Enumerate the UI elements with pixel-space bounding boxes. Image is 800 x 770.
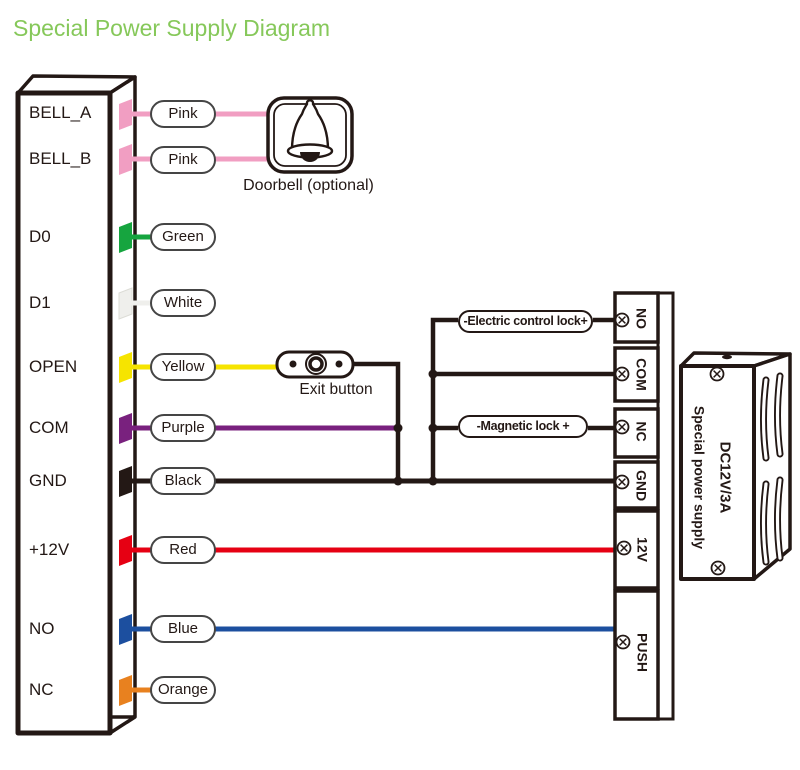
screw-icon [614,366,630,382]
screw-icon [614,312,630,328]
terminal-connectors [118,99,133,706]
cell-12v [613,509,660,590]
wire-color-label: Pink [150,146,216,174]
psu-name-label: Special power supply [691,405,708,550]
wire-color-label: Orange [150,676,216,704]
wire-color-label: Red [150,536,216,564]
device-terminal-label: NO [29,619,55,638]
connector-bell-b [119,144,132,175]
wire-color-label: Blue [150,615,216,643]
doorbell-icon [266,96,354,174]
device-box [15,74,137,736]
screw-icon [614,474,630,490]
junction-dot [428,423,438,433]
connector-com [119,413,132,444]
psu-top-slot [722,354,732,360]
screw-icon [710,560,726,576]
device-terminal-label: OPEN [29,357,78,376]
device-terminal-label: BELL_A [29,103,92,122]
device-front-face [15,90,113,736]
connector-open [119,352,132,383]
connector-no [119,614,132,645]
connector-12v [119,535,132,566]
junction-dots [393,369,438,486]
screws [614,312,726,650]
device-terminal-label: COM [29,418,69,437]
screw-icon [614,419,630,435]
device-terminal-label: D0 [29,227,51,246]
electric-control-lock-label: -Electric control lock+ [458,310,593,333]
device-terminal-label: D1 [29,293,51,312]
connector-nc [119,675,132,706]
terminal-label-push: PUSH [634,633,651,672]
wire-color-label: Yellow [150,353,216,381]
bell-shape [290,99,330,151]
circuit-lines [353,317,618,481]
page-title: Special Power Supply Diagram [13,15,331,41]
exit-button-caption: Exit button [299,381,373,398]
psu-vent-slots [760,372,784,566]
connector-d0 [119,222,132,253]
wires [126,111,620,693]
cell-push [613,589,660,721]
doorbell-caption: Doorbell (optional) [243,177,374,194]
exit-button-icon [275,350,355,379]
screw-icon [616,540,632,556]
screw-icon [615,634,631,650]
connector-bell-a [119,99,132,130]
magnetic-lock-label: -Magnetic lock + [458,415,588,438]
junction-dot [428,476,438,486]
terminal-block [613,291,675,721]
wire-color-label: White [150,289,216,317]
device-terminal-label: BELL_B [29,149,92,168]
connector-d1 [118,287,133,320]
device-terminal-label: GND [29,471,67,490]
wire-color-label: Pink [150,100,216,128]
bell-clapper [300,152,320,162]
exit-button-to-gnd-line [353,361,401,481]
psu-side-face [752,352,792,581]
wire-color-label: Green [150,223,216,251]
wire-color-label: Black [150,467,216,495]
screw-icon [709,366,725,382]
device-terminal-label: +12V [29,540,70,559]
lock-bus-line [430,317,458,481]
terminal-rail [656,291,675,721]
junction-dot [428,369,438,379]
junction-dot [393,476,403,486]
terminal-label-12v: 12V [634,537,651,562]
wire-color-label: Purple [150,414,216,442]
psu-front-face [679,364,756,581]
connector-gnd [119,466,132,497]
junction-dot [393,423,403,433]
device-terminal-label: NC [29,680,54,699]
psu-model-label: DC12V/3A [716,441,734,514]
